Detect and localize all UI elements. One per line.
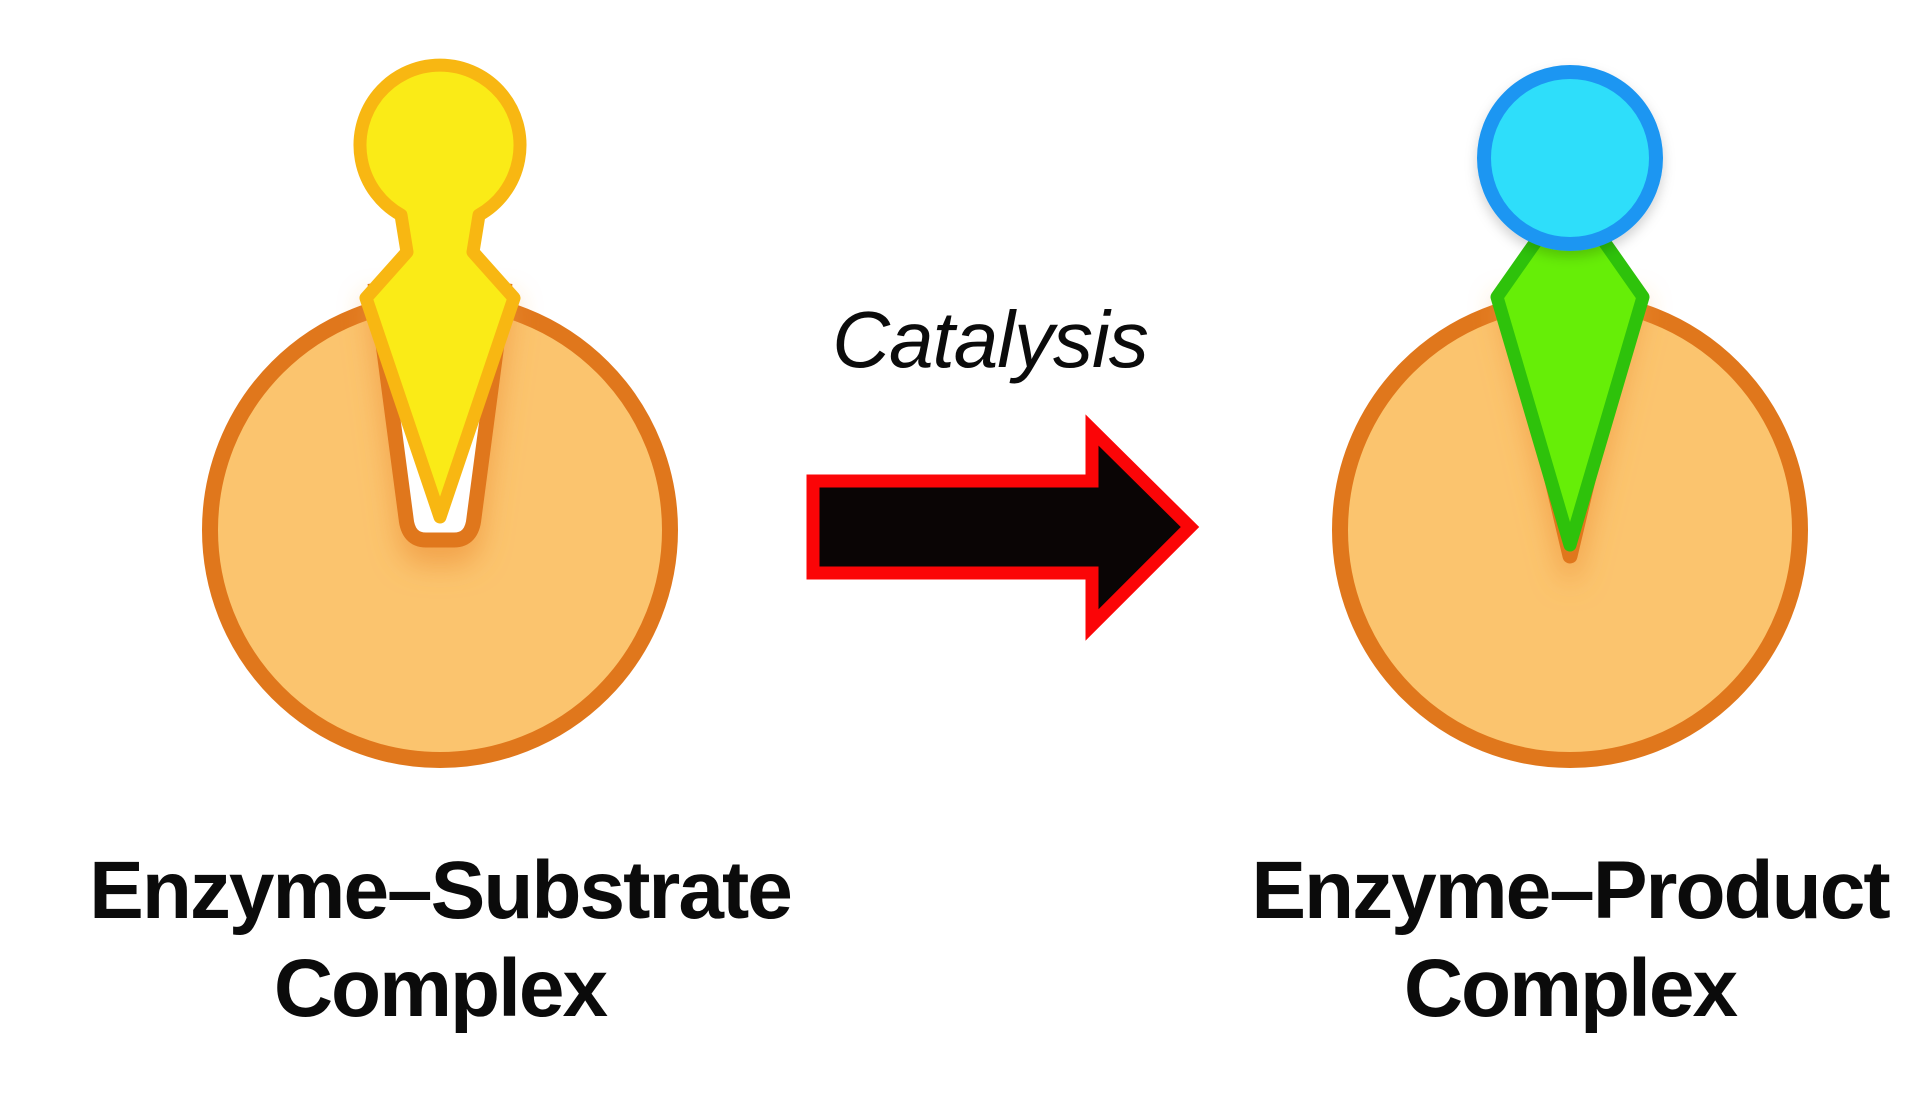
left-caption: Enzyme–Substrate Complex (40, 842, 840, 1039)
right-caption-line2: Complex (1403, 943, 1738, 1035)
product-molecule-body (1490, 186, 1650, 552)
catalysis-arrow (806, 414, 1200, 641)
product-molecule-head (1477, 65, 1663, 251)
left-caption-line1: Enzyme–Substrate (89, 845, 793, 936)
enzyme-product-complex (1332, 65, 1808, 768)
left-caption-line2: Complex (273, 943, 608, 1035)
substrate-molecule (353, 58, 527, 524)
catalysis-label: Catalysis (832, 295, 1149, 384)
right-caption: Enzyme–Product Complex (1170, 842, 1929, 1039)
right-caption-line1: Enzyme–Product (1251, 845, 1890, 936)
enzyme-substrate-complex (202, 58, 678, 768)
